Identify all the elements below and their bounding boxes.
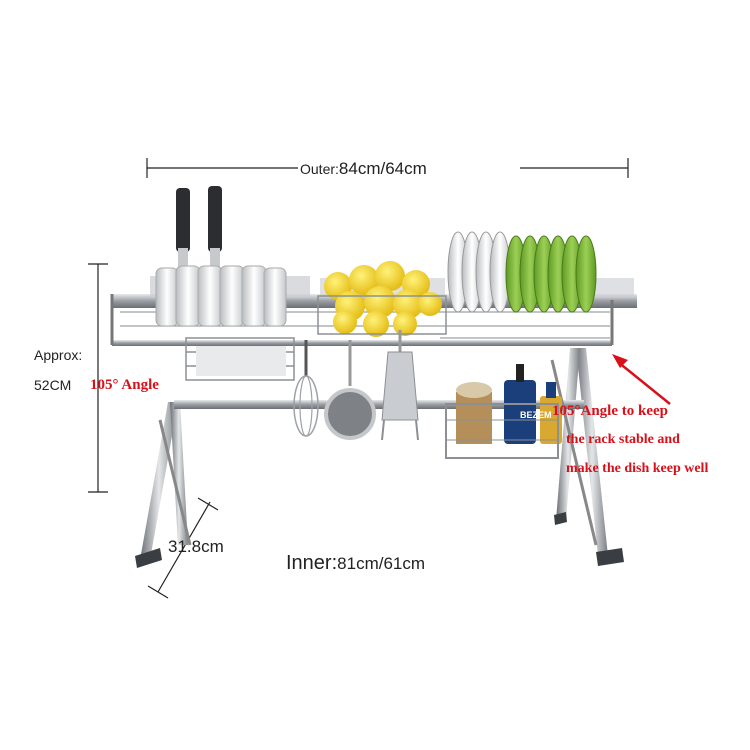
outer-dimension-label: Outer:84cm/64cm — [300, 159, 427, 179]
grater — [381, 330, 419, 441]
angle-right-line3: make the dish keep well — [566, 461, 709, 476]
cup-holder-basket — [185, 337, 295, 381]
bottle-label: BEZEM — [520, 410, 552, 420]
height-dimension-line — [88, 263, 108, 493]
inner-prefix: Inner: — [286, 552, 338, 574]
height-label-line1: Approx: — [34, 347, 83, 363]
knives — [176, 186, 222, 268]
inner-value: 81cm/61cm — [337, 554, 426, 573]
inner-dimension-label: Inner:81cm/61cm — [286, 552, 425, 575]
outer-value: 84cm/64cm — [338, 159, 427, 178]
strainer — [324, 340, 376, 440]
green-plates — [505, 235, 597, 313]
whisk — [293, 340, 319, 437]
outer-prefix: Outer: — [300, 161, 339, 177]
depth-dimension-line — [147, 497, 219, 599]
annotation-arrow — [612, 354, 671, 405]
condiment-basket — [445, 364, 562, 459]
depth-label: 31.8cm — [168, 537, 224, 556]
rack-legs — [135, 348, 624, 568]
angle-right-line2: the rack stable and — [566, 432, 680, 447]
outer-dimension-line — [146, 158, 629, 178]
angle-right-line1: 105°Angle to keep — [552, 403, 668, 419]
height-label-line2: 52CM — [34, 377, 72, 393]
angle-left-label: 105° Angle — [90, 377, 159, 393]
white-bowls — [155, 265, 287, 327]
white-plates — [447, 231, 511, 313]
